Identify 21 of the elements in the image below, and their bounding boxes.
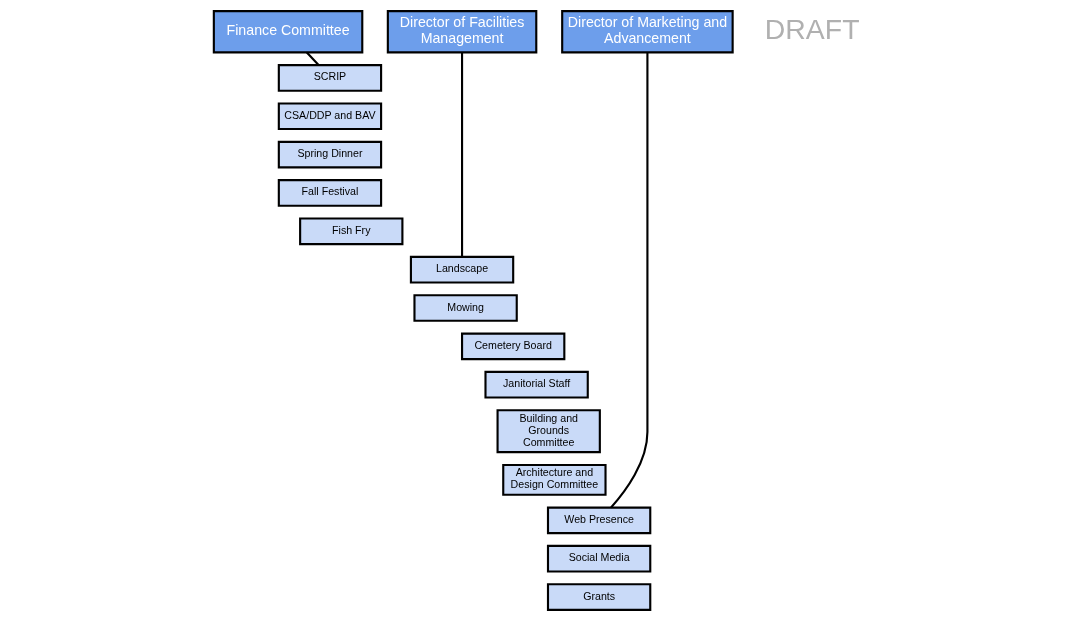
connector: [610, 52, 649, 509]
node-box: Architecture and Design Committee: [502, 463, 607, 496]
node-box: Spring Dinner: [277, 140, 383, 169]
node-box: Janitorial Staff: [484, 370, 589, 399]
node-box: Mowing: [413, 294, 518, 322]
node-box: Social Media: [546, 544, 652, 573]
node-box: SCRIP: [277, 64, 383, 92]
node-box: Director of Marketing and Advancement: [561, 10, 734, 54]
node-box: Finance Committee: [212, 10, 364, 54]
node-box: CSA/DDP and BAV: [277, 102, 383, 131]
node-box: Landscape: [409, 255, 515, 284]
connector: [306, 51, 320, 66]
node-box: Grants: [546, 583, 652, 611]
node-box: Fish Fry: [299, 217, 404, 246]
node-box: Building and Grounds Committee: [496, 409, 601, 454]
node-box: Web Presence: [546, 506, 652, 535]
connector: [461, 52, 464, 257]
label: DRAFT: [764, 12, 860, 45]
node-box: Fall Festival: [277, 179, 383, 207]
node-box: Cemetery Board: [461, 332, 566, 361]
node-box: Director of Facilities Management: [386, 10, 538, 54]
